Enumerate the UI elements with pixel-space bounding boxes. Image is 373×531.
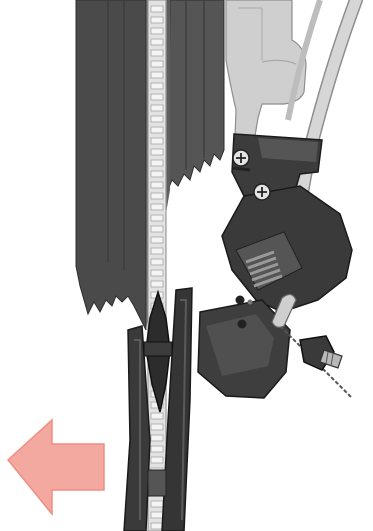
chain-link (151, 83, 163, 89)
chain-link (151, 281, 163, 287)
chain-link (151, 138, 163, 144)
screw-icon (254, 184, 270, 200)
chain-link (151, 413, 163, 419)
chain-link (151, 28, 163, 34)
chain-link (151, 171, 163, 177)
chain-link (151, 215, 163, 221)
chain-link (151, 237, 163, 243)
chain-link (151, 226, 163, 232)
chain-link (151, 259, 163, 265)
chain (148, 0, 166, 531)
barrel-adjuster-icon (300, 336, 342, 370)
chain-link (151, 17, 163, 23)
chain-lower (148, 470, 166, 496)
chain-link (151, 435, 163, 441)
chain-link (151, 105, 163, 111)
chain-link (151, 127, 163, 133)
chain-link (151, 501, 163, 507)
chain-link (151, 424, 163, 430)
chain-link (151, 248, 163, 254)
chain-link (151, 6, 163, 12)
chain-link (151, 270, 163, 276)
chain-link (151, 446, 163, 452)
chain-link (151, 457, 163, 463)
chain-link (151, 204, 163, 210)
arrow-left-icon (8, 420, 104, 514)
chain-link (151, 50, 163, 56)
chain-link (151, 193, 163, 199)
chain-link (151, 72, 163, 78)
chain-link (151, 61, 163, 67)
chain-link (151, 512, 163, 518)
chain-link (151, 94, 163, 100)
chain-link (151, 160, 163, 166)
chain-link (151, 116, 163, 122)
chain-link (151, 182, 163, 188)
chain-link (151, 39, 163, 45)
chain-link (151, 149, 163, 155)
chain-link (151, 523, 163, 529)
